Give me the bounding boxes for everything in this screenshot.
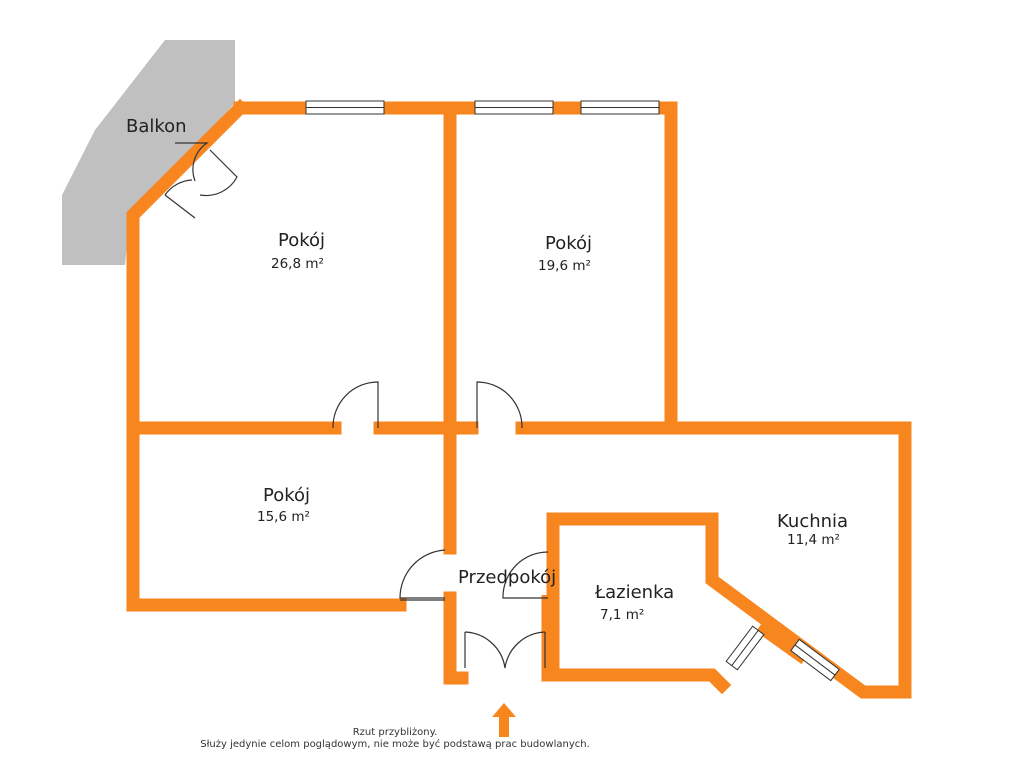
room-name-3: Pokój bbox=[263, 485, 311, 506]
room-name-2: Pokój bbox=[545, 233, 593, 254]
room-area-3: 15,6 m² bbox=[257, 509, 310, 525]
up-arrow-icon bbox=[492, 703, 516, 737]
room-area-bathroom: 7,1 m² bbox=[600, 607, 645, 623]
room-name-kitchen: Kuchnia bbox=[777, 511, 849, 532]
balcony-area bbox=[62, 40, 235, 265]
doors bbox=[164, 142, 549, 669]
walls bbox=[126, 98, 912, 699]
room-area-kitchen: 11,4 m² bbox=[787, 532, 840, 548]
room-area-2: 19,6 m² bbox=[538, 258, 591, 274]
disclaimer-line-1: Rzut przybliżony. bbox=[352, 727, 438, 738]
disclaimer-line-2: Służy jedynie celom poglądowym, nie może… bbox=[200, 739, 590, 750]
room-name-bathroom: Łazienka bbox=[595, 582, 675, 603]
room-name-hallway: Przedpokój bbox=[458, 567, 557, 588]
balcony-label: Balkon bbox=[126, 116, 187, 137]
room-area-1: 26,8 m² bbox=[271, 256, 324, 272]
windows bbox=[305, 100, 840, 682]
room-name-1: Pokój bbox=[278, 230, 326, 251]
